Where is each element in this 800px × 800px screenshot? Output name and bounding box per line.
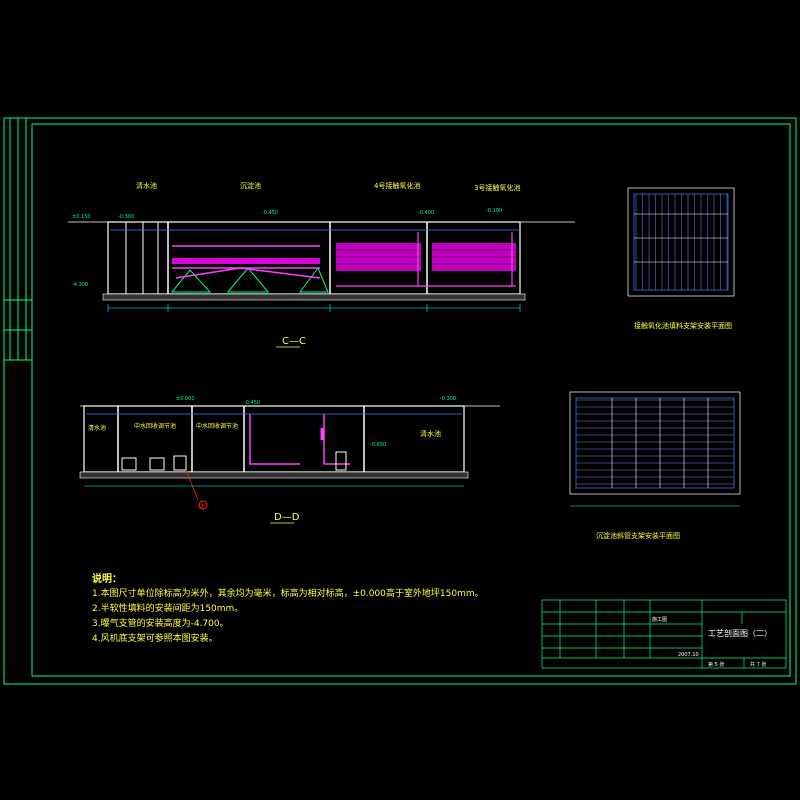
title-block <box>541 599 787 669</box>
svg-text:-4.300: -4.300 <box>72 282 88 288</box>
dd-label-3: 清水池 <box>420 429 441 438</box>
cc-label-2: 4号接触氧化池 <box>374 181 420 190</box>
title-block-drawing-title: 工艺剖面图（二） <box>708 628 772 638</box>
title-block-sheet: 第 5 张 <box>708 661 724 668</box>
plan-top-grid <box>627 187 735 297</box>
note-item: 1.本图尺寸单位除标高为米外，其余均为毫米，标高为相对标高，±0.000高于室外… <box>92 589 484 599</box>
section-cc-title: C—C <box>282 336 306 347</box>
dd-label-1: 中水回收调节池 <box>134 422 176 430</box>
section-cc: ±0.150 -0.300 -0.450 -0.400 -0.100 -4.300 <box>68 208 575 312</box>
svg-text:-0.300: -0.300 <box>118 214 134 220</box>
outer-frame <box>3 117 797 685</box>
plan-top-lines <box>634 194 728 290</box>
title-block-stage: 施工图 <box>652 616 667 623</box>
section-dd-title: D—D <box>274 512 300 523</box>
plan-top-caption: 接触氧化池填料支架安装平面图 <box>634 321 732 330</box>
notes-title: 说明： <box>92 574 122 585</box>
plan-bottom-caption: 沉淀池斜管支架安装平面图 <box>596 531 680 540</box>
svg-text:±0.150: ±0.150 <box>72 214 91 220</box>
design-notes: 说明： 1.本图尺寸单位除标高为米外，其余均为毫米，标高为相对标高，±0.000… <box>92 572 484 647</box>
svg-text:-0.400: -0.400 <box>418 210 434 216</box>
title-block-total: 共 7 张 <box>750 661 766 668</box>
svg-text:-0.300: -0.300 <box>440 396 456 402</box>
title-block-date: 2007.10 <box>678 652 699 658</box>
plan-bottom-grid <box>569 391 741 507</box>
svg-text:-0.450: -0.450 <box>244 400 260 406</box>
plan-bottom-lines <box>576 398 734 488</box>
section-dd-marker: ③ <box>199 502 205 510</box>
inner-frame <box>31 123 791 677</box>
cc-label-0: 清水池 <box>136 181 157 190</box>
note-item: 4.风机底支架可参照本图安装。 <box>92 634 218 644</box>
cc-label-3: 3号接触氧化池 <box>474 183 520 192</box>
note-item: 3.曝气支管的安装高度为-4.700。 <box>92 619 229 629</box>
dd-label-2: 中水回收调节池 <box>196 422 238 430</box>
note-item: 2.半软性填料的安装间距为150mm。 <box>92 604 244 614</box>
binding-strip <box>4 118 32 361</box>
cc-label-1: 沉淀池 <box>240 181 261 190</box>
dd-label-0: 清水池 <box>88 424 106 432</box>
svg-text:-0.100: -0.100 <box>486 208 502 214</box>
svg-text:-0.650: -0.650 <box>370 442 386 448</box>
section-dd: ±0.000 -0.450 -0.300 -0.650 <box>79 396 500 510</box>
svg-text:-0.450: -0.450 <box>262 210 278 216</box>
svg-text:±0.000: ±0.000 <box>176 396 195 402</box>
